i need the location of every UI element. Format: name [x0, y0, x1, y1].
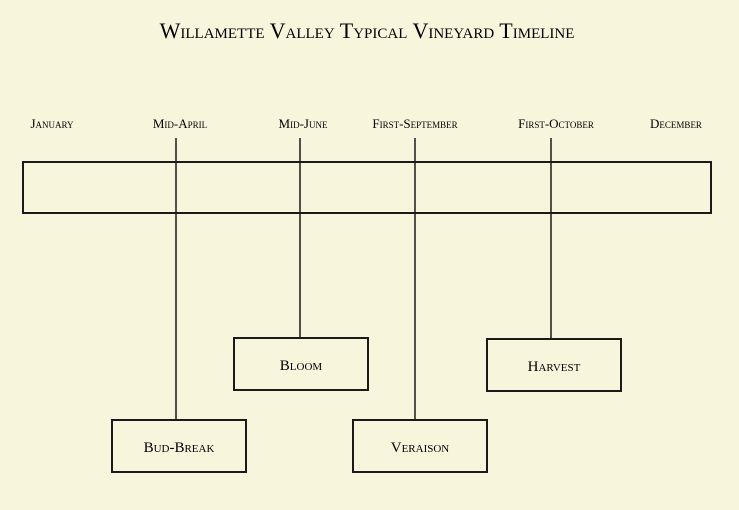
month-label-first-september: First-September: [372, 116, 457, 131]
event-label-veraison: Veraison: [391, 440, 450, 456]
month-label-first-october: First-October: [518, 116, 594, 131]
diagram-title: Willamette Valley Typical Vineyard Timel…: [160, 18, 575, 43]
event-box-bloom: Bloom: [233, 337, 369, 391]
event-label-bud-break: Bud-Break: [144, 440, 215, 456]
month-label-january: January: [30, 116, 74, 131]
month-label-december: December: [650, 116, 702, 131]
month-label-mid-june: Mid-June: [279, 116, 328, 131]
event-box-bud-break: Bud-Break: [111, 419, 247, 473]
event-box-harvest: Harvest: [486, 338, 622, 392]
timeline-bar: [22, 161, 712, 214]
event-box-veraison: Veraison: [352, 419, 488, 473]
event-label-bloom: Bloom: [280, 358, 323, 374]
month-label-mid-april: Mid-April: [153, 116, 207, 131]
event-label-harvest: Harvest: [528, 359, 581, 375]
